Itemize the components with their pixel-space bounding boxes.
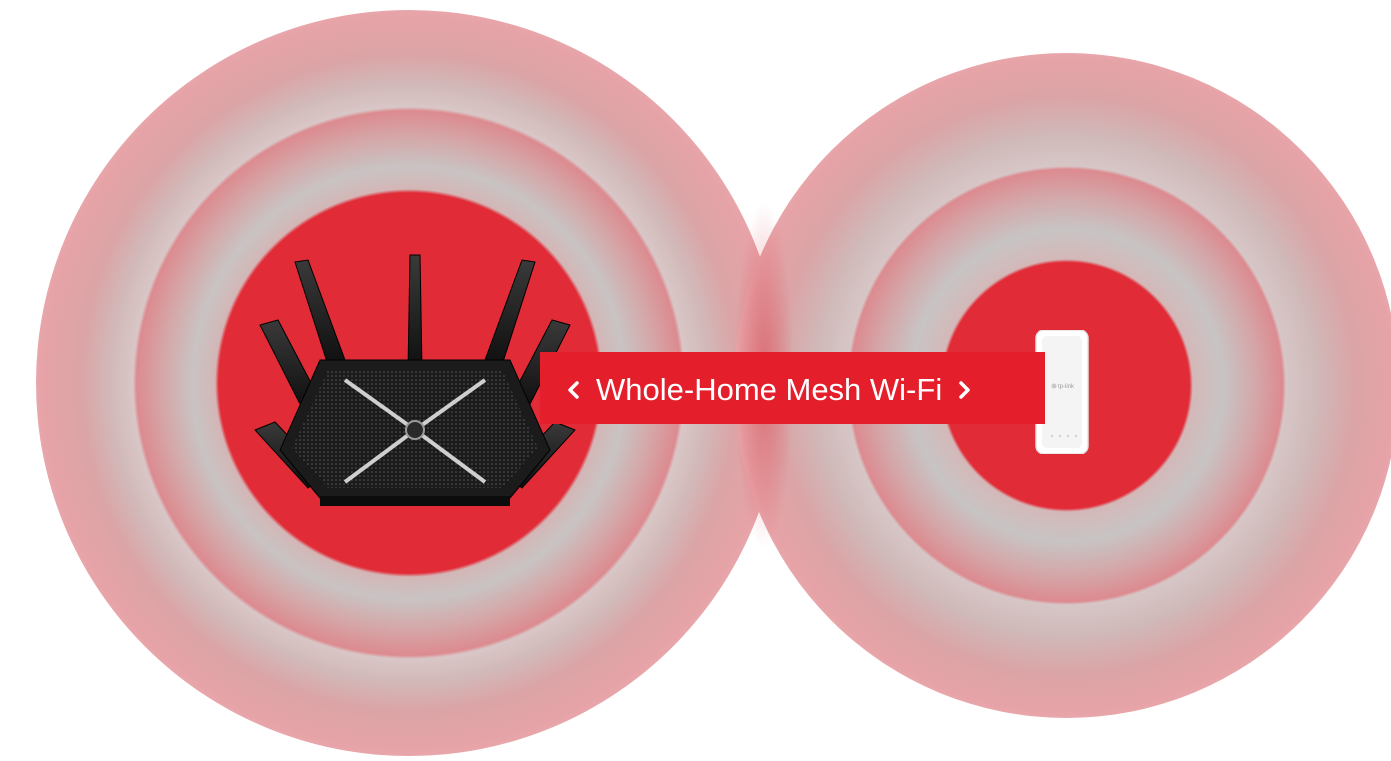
mesh-banner-text: Whole-Home Mesh Wi-Fi [596, 372, 942, 408]
mesh-banner-label: Whole-Home Mesh Wi-Fi [566, 364, 972, 416]
router-icon [250, 250, 580, 520]
extender-brand: tp-link [1058, 384, 1075, 390]
chevron-right-icon [956, 380, 972, 400]
chevron-left-icon [566, 380, 582, 400]
